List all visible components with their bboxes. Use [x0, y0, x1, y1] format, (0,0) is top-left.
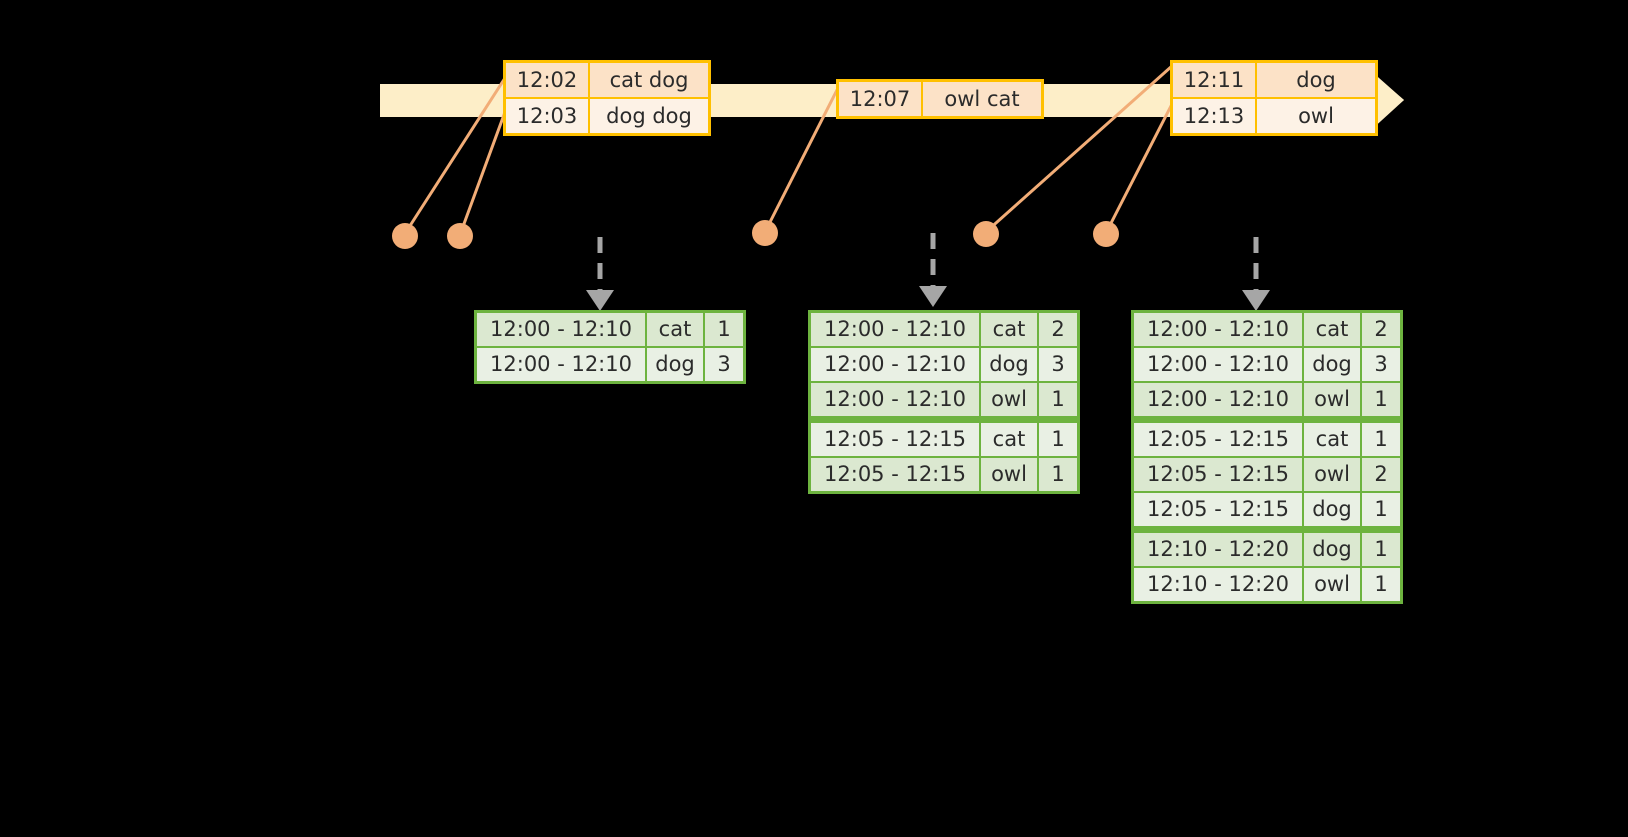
- down-arrow-3-head: [1242, 290, 1270, 311]
- event-group-3: 12:11 dog 12:13 owl: [1170, 60, 1378, 136]
- count-cell: 2: [1362, 313, 1400, 346]
- event-words: owl: [1257, 99, 1375, 133]
- word-cell: dog: [1304, 348, 1360, 381]
- count-cell: 1: [705, 313, 743, 346]
- event-row: 12:11 dog: [1173, 63, 1375, 97]
- window-group-divider: [1134, 528, 1400, 531]
- count-cell: 1: [1362, 493, 1400, 526]
- leader-12-03: [459, 111, 507, 233]
- window-cell: 12:00 - 12:10: [811, 383, 979, 416]
- count-cell: 3: [705, 348, 743, 381]
- event-time: 12:07: [839, 82, 921, 116]
- window-group-divider: [811, 418, 1077, 421]
- window-group-divider: [1134, 418, 1400, 421]
- event-time: 12:02: [506, 63, 588, 97]
- dot-12-07: [752, 220, 778, 246]
- window-cell: 12:10 - 12:20: [1134, 533, 1302, 566]
- event-time: 12:11: [1173, 63, 1255, 97]
- window-cell: 12:05 - 12:15: [1134, 493, 1302, 526]
- word-cell: owl: [981, 383, 1037, 416]
- count-cell: 1: [1039, 383, 1077, 416]
- word-cell: cat: [647, 313, 703, 346]
- dot-12-02: [392, 223, 418, 249]
- window-cell: 12:05 - 12:15: [811, 423, 979, 456]
- window-cell: 12:05 - 12:15: [1134, 423, 1302, 456]
- dot-12-03: [447, 223, 473, 249]
- count-cell: 1: [1362, 383, 1400, 416]
- window-cell: 12:05 - 12:15: [811, 458, 979, 491]
- count-cell: 2: [1039, 313, 1077, 346]
- event-row: 12:13 owl: [1173, 99, 1375, 133]
- event-group-2: 12:07 owl cat: [836, 79, 1044, 119]
- count-cell: 2: [1362, 458, 1400, 491]
- leader-12-13: [1105, 103, 1174, 232]
- window-cell: 12:00 - 12:10: [477, 313, 645, 346]
- event-words: dog: [1257, 63, 1375, 97]
- window-cell: 12:00 - 12:10: [811, 313, 979, 346]
- window-cell: 12:05 - 12:15: [1134, 458, 1302, 491]
- word-cell: owl: [981, 458, 1037, 491]
- event-words: cat dog: [590, 63, 708, 97]
- event-group-1: 12:02 cat dog 12:03 dog dog: [503, 60, 711, 136]
- window-cell: 12:00 - 12:10: [477, 348, 645, 381]
- event-time: 12:03: [506, 99, 588, 133]
- count-cell: 3: [1362, 348, 1400, 381]
- window-cell: 12:10 - 12:20: [1134, 568, 1302, 601]
- word-cell: cat: [981, 423, 1037, 456]
- dot-12-11: [973, 221, 999, 247]
- event-row: 12:02 cat dog: [506, 63, 708, 97]
- event-time: 12:13: [1173, 99, 1255, 133]
- count-cell: 1: [1039, 423, 1077, 456]
- window-cell: 12:00 - 12:10: [1134, 313, 1302, 346]
- event-words: owl cat: [923, 82, 1041, 116]
- word-cell: owl: [1304, 568, 1360, 601]
- down-arrow-1-head: [586, 290, 614, 311]
- word-cell: cat: [981, 313, 1037, 346]
- count-cell: 1: [1362, 423, 1400, 456]
- window-cell: 12:00 - 12:10: [1134, 348, 1302, 381]
- word-cell: dog: [981, 348, 1037, 381]
- word-cell: dog: [1304, 533, 1360, 566]
- window-cell: 12:00 - 12:10: [811, 348, 979, 381]
- word-cell: cat: [1304, 313, 1360, 346]
- word-cell: dog: [647, 348, 703, 381]
- word-cell: cat: [1304, 423, 1360, 456]
- event-row: 12:07 owl cat: [839, 82, 1041, 116]
- word-cell: owl: [1304, 383, 1360, 416]
- word-cell: owl: [1304, 458, 1360, 491]
- count-cell: 1: [1362, 568, 1400, 601]
- count-cell: 3: [1039, 348, 1077, 381]
- word-cell: dog: [1304, 493, 1360, 526]
- down-arrow-2-head: [919, 286, 947, 307]
- event-words: dog dog: [590, 99, 708, 133]
- dot-12-13: [1093, 221, 1119, 247]
- event-row: 12:03 dog dog: [506, 99, 708, 133]
- count-cell: 1: [1039, 458, 1077, 491]
- window-cell: 12:00 - 12:10: [1134, 383, 1302, 416]
- count-cell: 1: [1362, 533, 1400, 566]
